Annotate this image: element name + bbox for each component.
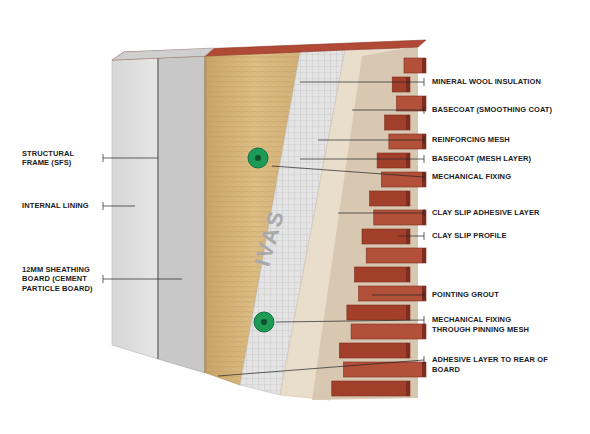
clay-slip	[392, 77, 410, 92]
slip-edge	[406, 115, 410, 130]
clay-slip	[354, 267, 410, 282]
callout-label: BASECOAT (MESH LAYER)	[432, 154, 582, 163]
clay-slip	[344, 362, 426, 377]
slip-edge	[406, 381, 410, 396]
clay-slip	[389, 134, 426, 149]
slip-edge	[406, 267, 410, 282]
slip-edge	[422, 248, 426, 263]
top-lining	[112, 48, 214, 60]
slip-edge	[422, 324, 426, 339]
slip-edge	[406, 343, 410, 358]
clay-slip	[351, 324, 426, 339]
clay-slips	[332, 58, 426, 396]
clay-slip	[374, 210, 426, 225]
clay-slip	[339, 343, 410, 358]
callout-label: MINERAL WOOL INSULATION	[432, 77, 582, 86]
callout-label: ADHESIVE LAYER TO REAR OF BOARD	[432, 355, 550, 374]
slip-edge	[406, 229, 410, 244]
callout-label: MECHANICAL FIXING	[432, 172, 582, 181]
leader-lines	[103, 78, 424, 376]
clay-slip	[332, 381, 410, 396]
internal-lining	[112, 58, 158, 359]
watermark: IVAS	[250, 207, 291, 270]
callout-label: 12MM SHEATHING BOARD (CEMENT PARTICLE BO…	[22, 265, 96, 293]
clay-slip	[359, 286, 426, 301]
clay-slip	[366, 248, 426, 263]
slip-edge	[406, 191, 410, 206]
clay-slip	[396, 96, 426, 111]
clay-slip	[377, 153, 410, 168]
callout-label: CLAY SLIP ADHESIVE LAYER	[432, 208, 582, 217]
callout-label: INTERNAL LINING	[22, 201, 100, 210]
callout-label: STRUCTURAL FRAME (SFS)	[22, 149, 84, 168]
callout-label: MECHANICAL FIXING THROUGH PINNING MESH	[432, 315, 542, 334]
callout-label: CLAY SLIP PROFILE	[432, 231, 582, 240]
slip-edge	[422, 362, 426, 377]
slip-edge	[406, 153, 410, 168]
clay-slip	[404, 58, 426, 73]
callout-label: POINTING GROUT	[432, 290, 582, 299]
clay-slip	[385, 115, 410, 130]
top-face	[112, 40, 426, 60]
callout-label: BASECOAT (SMOOTHING COAT)	[432, 105, 582, 114]
slip-edge	[422, 58, 426, 73]
sheathing-board	[158, 56, 205, 373]
slip-edge	[406, 77, 410, 92]
slip-edge	[406, 305, 410, 320]
callout-label: REINFORCING MESH	[432, 135, 582, 144]
clay-slip	[370, 191, 410, 206]
clay-slip	[347, 305, 410, 320]
structural-frame	[157, 58, 159, 359]
clay-slip	[362, 229, 410, 244]
